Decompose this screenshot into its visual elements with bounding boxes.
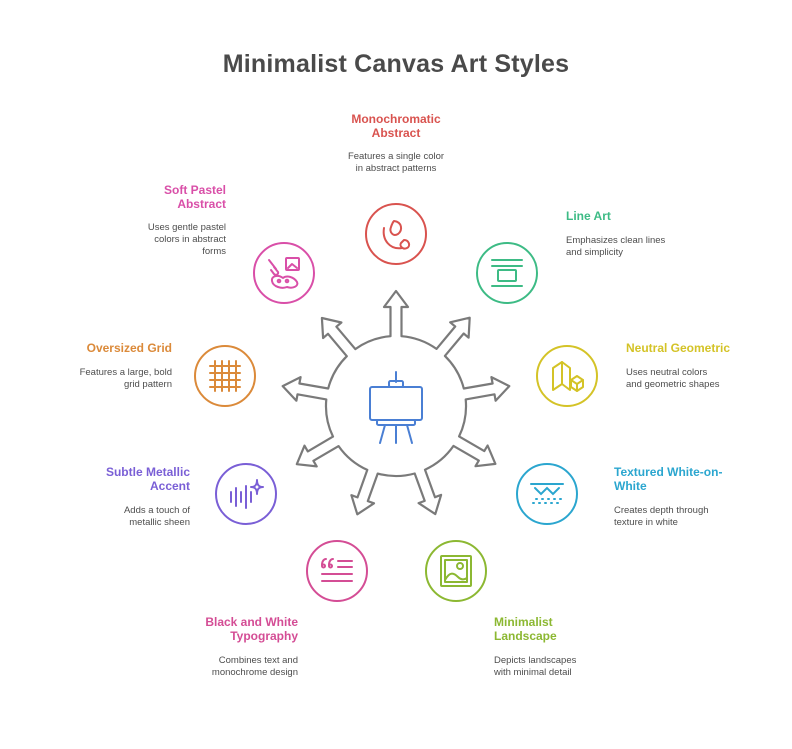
label-desc-soft-pastel: Uses gentle pastel colors in abstract fo…	[147, 222, 226, 257]
label-desc-minimalist-landscape: Depicts landscapes with minimal detail	[494, 655, 577, 678]
landscape-picture-icon	[440, 555, 472, 587]
geometric-cube-icon	[552, 361, 584, 392]
paint-drops-icon	[382, 220, 411, 250]
label-title-subtle-metallic: Subtle Metallic Accent	[105, 465, 190, 493]
label-desc-textured-white: Creates depth through texture in white	[614, 505, 709, 528]
label-title-neutral-geometric: Neutral Geometric	[626, 341, 731, 355]
label-desc-line-art: Emphasizes clean lines and simplicity	[566, 235, 666, 258]
label-desc-oversized-grid: Features a large, bold grid pattern	[79, 367, 172, 390]
label-desc-neutral-geometric: Uses neutral colors and geometric shapes	[626, 367, 720, 390]
label-title-monochromatic: Monochromatic Abstract	[351, 112, 441, 140]
texture-pattern-icon	[530, 483, 564, 504]
node-circle-line-art	[476, 242, 538, 304]
easel-icon	[369, 371, 423, 444]
node-circle-soft-pastel	[253, 242, 315, 304]
label-title-minimalist-landscape: Minimalist Landscape	[494, 615, 557, 643]
sparkle-waveform-icon	[230, 479, 264, 509]
grid-icon	[209, 360, 241, 392]
label-title-line-art: Line Art	[566, 209, 611, 223]
lines-frame-icon	[491, 259, 523, 287]
label-title-oversized-grid: Oversized Grid	[86, 341, 172, 355]
label-title-soft-pastel: Soft Pastel Abstract	[163, 183, 226, 211]
node-circle-textured-white	[516, 463, 578, 525]
label-desc-bw-typography: Combines text and monochrome design	[211, 655, 298, 678]
paintbrush-picture-icon	[268, 257, 300, 289]
label-title-textured-white: Textured White-on- White	[614, 465, 723, 493]
node-circle-bw-typography	[306, 540, 368, 602]
node-circle-minimalist-landscape	[425, 540, 487, 602]
label-title-bw-typography: Black and White Typography	[205, 615, 298, 643]
hub-arrows	[281, 289, 511, 516]
quote-text-icon	[321, 558, 353, 582]
label-desc-subtle-metallic: Adds a touch of metallic sheen	[123, 505, 190, 528]
node-circle-oversized-grid	[194, 345, 256, 407]
page-title: Minimalist Canvas Art Styles	[222, 50, 570, 78]
node-circle-neutral-geometric	[536, 345, 598, 407]
label-desc-monochromatic: Features a single color in abstract patt…	[347, 151, 445, 174]
